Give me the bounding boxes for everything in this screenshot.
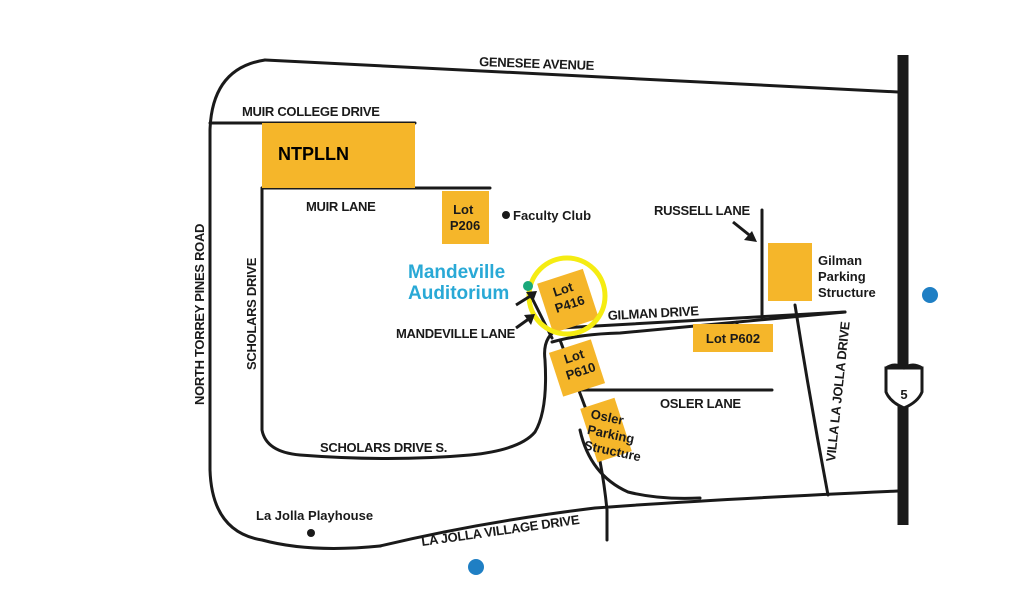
osler-parking-structure[interactable] [580,397,632,463]
auditorium-arrowhead [526,291,537,302]
russell-lane-label: RUSSELL LANE [654,203,750,218]
la-jolla-playhouse-dot [307,529,315,537]
interstate-5-shield-label: 5 [900,387,907,402]
blue-marker-south[interactable] [468,559,484,575]
lot-p602[interactable] [693,324,773,352]
lot-p416-line1: Lot [551,279,575,300]
gilman-structure-line1: Gilman [818,253,862,268]
north-torrey-pines-road [208,58,382,550]
lot-ntplln[interactable] [262,123,415,188]
scholars-drive-label: SCHOLARS DRIVE [244,257,259,370]
gilman-drive-road [550,310,847,344]
faculty-club-dot [502,211,510,219]
la-jolla-village-drive-road [378,489,900,548]
la-jolla-playhouse-label: La Jolla Playhouse [256,508,373,523]
gilman-structure-line2: Parking [818,269,866,284]
lot-p602-label: Lot P602 [706,331,760,346]
mandeville-auditorium-marker[interactable] [523,281,533,291]
mandeville-lane-label: MANDEVILLE LANE [396,326,516,341]
lot-p206-line2: P206 [450,218,480,233]
muir-college-drive-label: MUIR COLLEGE DRIVE [242,104,380,119]
gilman-parking-structure[interactable] [768,243,812,301]
north-torrey-pines-road-label: NORTH TORREY PINES ROAD [192,224,207,405]
mandeville-arrowhead [524,314,535,325]
blue-marker-east[interactable] [922,287,938,303]
gilman-drive-label: GILMAN DRIVE [607,303,699,323]
la-jolla-village-drive-label: LA JOLLA VILLAGE DRIVE [420,512,580,549]
genesee-avenue-road [263,58,900,94]
lot-ntplln-label: NTPLLN [278,144,349,164]
interstate-5-shield-icon: 5 [884,363,924,410]
lot-p206-line1: Lot [453,202,474,217]
lot-p206[interactable] [442,191,489,244]
osler-structure-line1: Osler [589,406,625,428]
osler-connector-road [578,428,702,500]
lot-p206-label: Lot P206 [450,202,480,233]
osler-lane-label: OSLER LANE [660,396,741,411]
gilman-structure-line3: Structure [818,285,876,300]
mandeville-line1: Mandeville [408,262,505,283]
scholars-drive-s-label: SCHOLARS DRIVE S. [320,440,447,455]
osler-parking-structure-label: Osler Parking Structure [583,406,649,464]
villa-la-jolla-drive-label: VILLA LA JOLLA DRIVE [823,320,853,462]
lot-p610[interactable] [548,339,606,397]
gilman-parking-structure-label: Gilman Parking Structure [818,253,876,300]
faculty-club-label: Faculty Club [513,208,591,223]
villa-la-jolla-drive-road [793,303,830,497]
lot-p416[interactable] [537,268,599,334]
russell-arrowhead [744,231,757,242]
lot-p610-line1: Lot [562,346,586,367]
mandeville-line2: Auditorium [408,283,509,304]
scholars-drive-road [260,186,847,460]
muir-lane-label: MUIR LANE [306,199,376,214]
genesee-avenue-label: GENESEE AVENUE [479,54,595,73]
mandeville-auditorium-label[interactable]: Mandeville Auditorium [408,262,510,304]
